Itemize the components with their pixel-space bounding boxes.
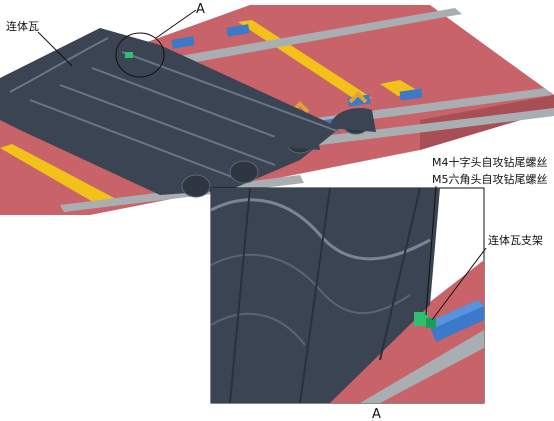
tile-ridge xyxy=(121,51,341,133)
detail-tile-wave xyxy=(211,312,306,346)
bracket-block xyxy=(171,36,195,49)
main-tile-label: 连体瓦 xyxy=(6,19,39,33)
bracket-label: 连体瓦支架 xyxy=(488,233,543,247)
callout-leader xyxy=(155,9,197,39)
bracket-block xyxy=(399,88,423,101)
tile-roll xyxy=(272,123,320,150)
yellow-rail xyxy=(238,20,372,100)
detail-tile-wave xyxy=(211,253,411,315)
detail-tile-ridge xyxy=(299,188,331,403)
tile-sheet-body xyxy=(0,28,340,195)
detail-tile-wave xyxy=(211,198,431,261)
tile-ridge xyxy=(59,84,276,166)
callout-circle xyxy=(115,32,165,78)
main-tile-leader xyxy=(37,31,73,67)
yellow-rail xyxy=(0,144,118,206)
detail-tile-ridge xyxy=(379,188,421,361)
bracket-leader xyxy=(431,247,487,321)
screw-leader-vertical xyxy=(425,185,437,316)
detail-screw-clip xyxy=(414,312,428,326)
tile-ridge xyxy=(29,99,241,181)
tile-sheet xyxy=(0,28,376,198)
tile-ridges xyxy=(9,37,341,181)
tile-end xyxy=(229,160,259,184)
detail-rail xyxy=(360,330,484,403)
screw-marker xyxy=(125,52,133,58)
detail-screw-head xyxy=(426,318,436,328)
bracket-block xyxy=(226,24,250,37)
detail-bracket-top xyxy=(428,300,484,328)
tile-ridge xyxy=(9,37,109,93)
tile-end xyxy=(181,174,211,198)
gray-rail xyxy=(290,108,554,148)
tile-roll xyxy=(330,108,376,132)
screw-m5-label: M5六角头自攻钻尾螺丝 xyxy=(432,172,548,186)
detail-tile-ridge xyxy=(229,188,251,403)
screw-m4-label: M4十字头自攻钻尾螺丝 xyxy=(432,155,548,169)
orange-support xyxy=(348,91,368,104)
detail-caption: A xyxy=(372,407,381,421)
overview-illustration: A 连体瓦 xyxy=(0,2,554,215)
detail-view: M4十字头自攻钻尾螺丝 M5六角头自攻钻尾螺丝 连体瓦支架 A xyxy=(210,155,548,421)
tile-ridge xyxy=(91,67,311,151)
callout-label-a: A xyxy=(196,2,205,17)
